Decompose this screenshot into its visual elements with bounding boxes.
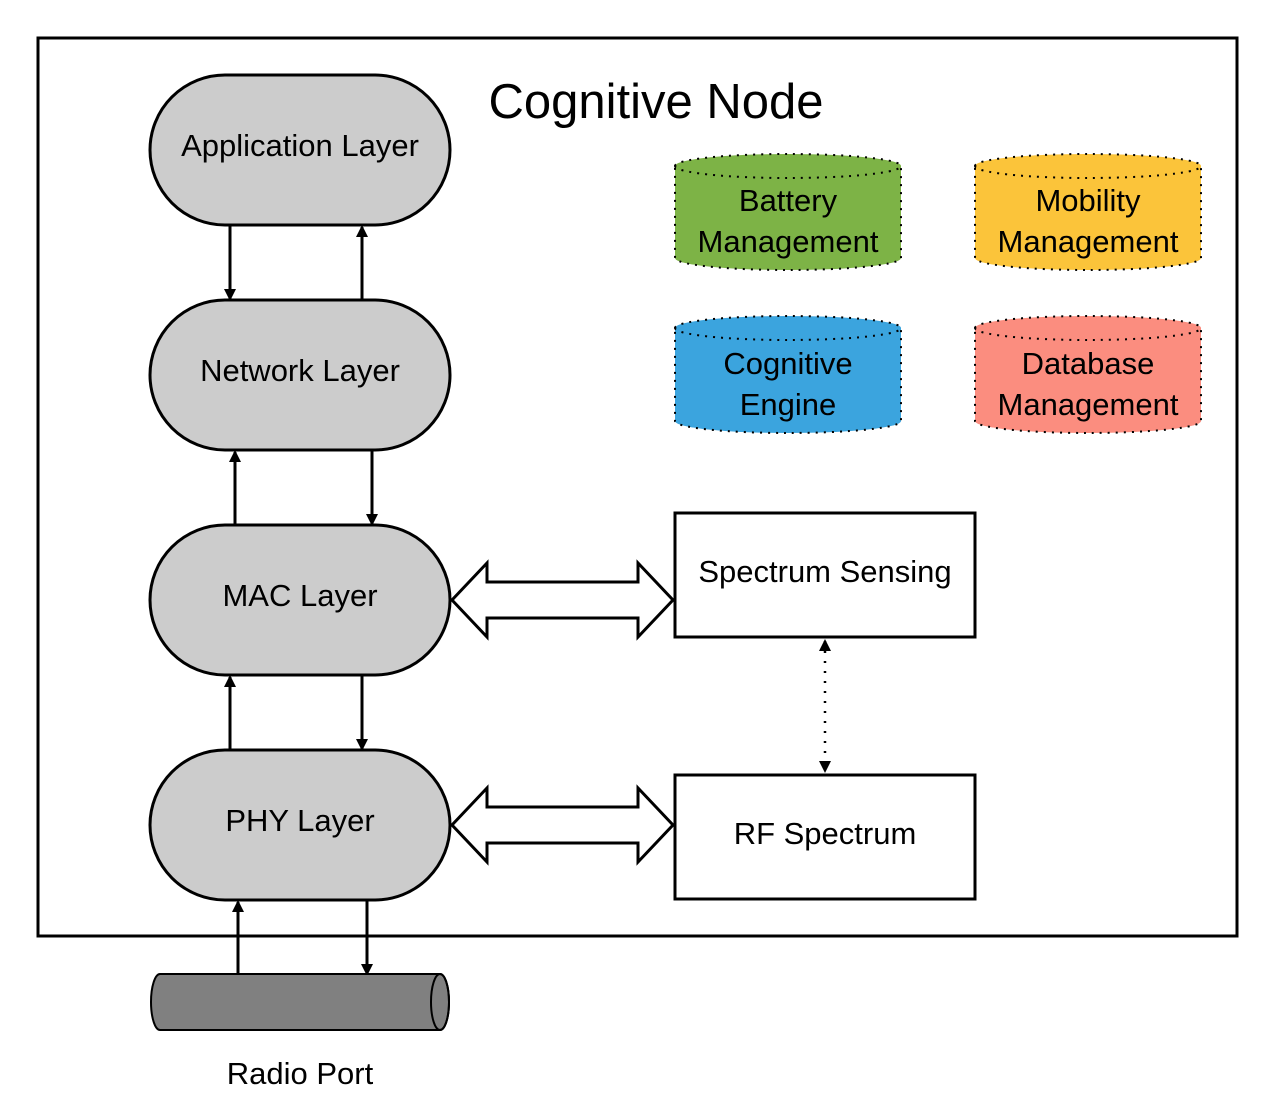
spectrum-sensing-label: Spectrum Sensing: [698, 554, 951, 589]
module-battery-line-2: Management: [698, 224, 879, 259]
module-cognitive-line-1: Cognitive: [723, 346, 852, 381]
diagram-title: Cognitive Node: [488, 75, 823, 129]
cognitive-node-frame: [36, 36, 1239, 938]
layer-application: Application Layer: [148, 73, 452, 227]
layer-network: Network Layer: [148, 298, 452, 452]
layer-network-label: Network Layer: [200, 353, 400, 388]
block-arrow-phy-rf: [449, 784, 676, 866]
module-cognitive-engine: Cognitive Engine: [674, 315, 902, 434]
module-battery-line-1: Battery: [739, 183, 838, 218]
module-mobility-management: Mobility Management: [974, 153, 1202, 271]
layer-mac-label: MAC Layer: [222, 578, 377, 613]
radio-port: [150, 973, 450, 1031]
rf-spectrum-box: RF Spectrum: [673, 773, 977, 901]
rf-spectrum-label: RF Spectrum: [734, 816, 917, 851]
layer-application-label: Application Layer: [181, 128, 419, 163]
module-cognitive-line-2: Engine: [740, 387, 837, 422]
layer-phy-label: PHY Layer: [225, 803, 374, 838]
module-database-line-1: Database: [1022, 346, 1155, 381]
module-database-line-2: Management: [998, 387, 1179, 422]
layer-phy: PHY Layer: [148, 748, 452, 902]
layer-mac: MAC Layer: [148, 523, 452, 677]
radio-port-label: Radio Port: [227, 1056, 374, 1091]
module-mobility-line-1: Mobility: [1035, 183, 1141, 218]
spectrum-sensing-box: Spectrum Sensing: [673, 511, 977, 639]
module-mobility-line-2: Management: [998, 224, 1179, 259]
module-battery-management: Battery Management: [674, 153, 902, 271]
block-arrow-mac-sensing: [449, 559, 676, 641]
module-database-management: Database Management: [974, 315, 1202, 434]
